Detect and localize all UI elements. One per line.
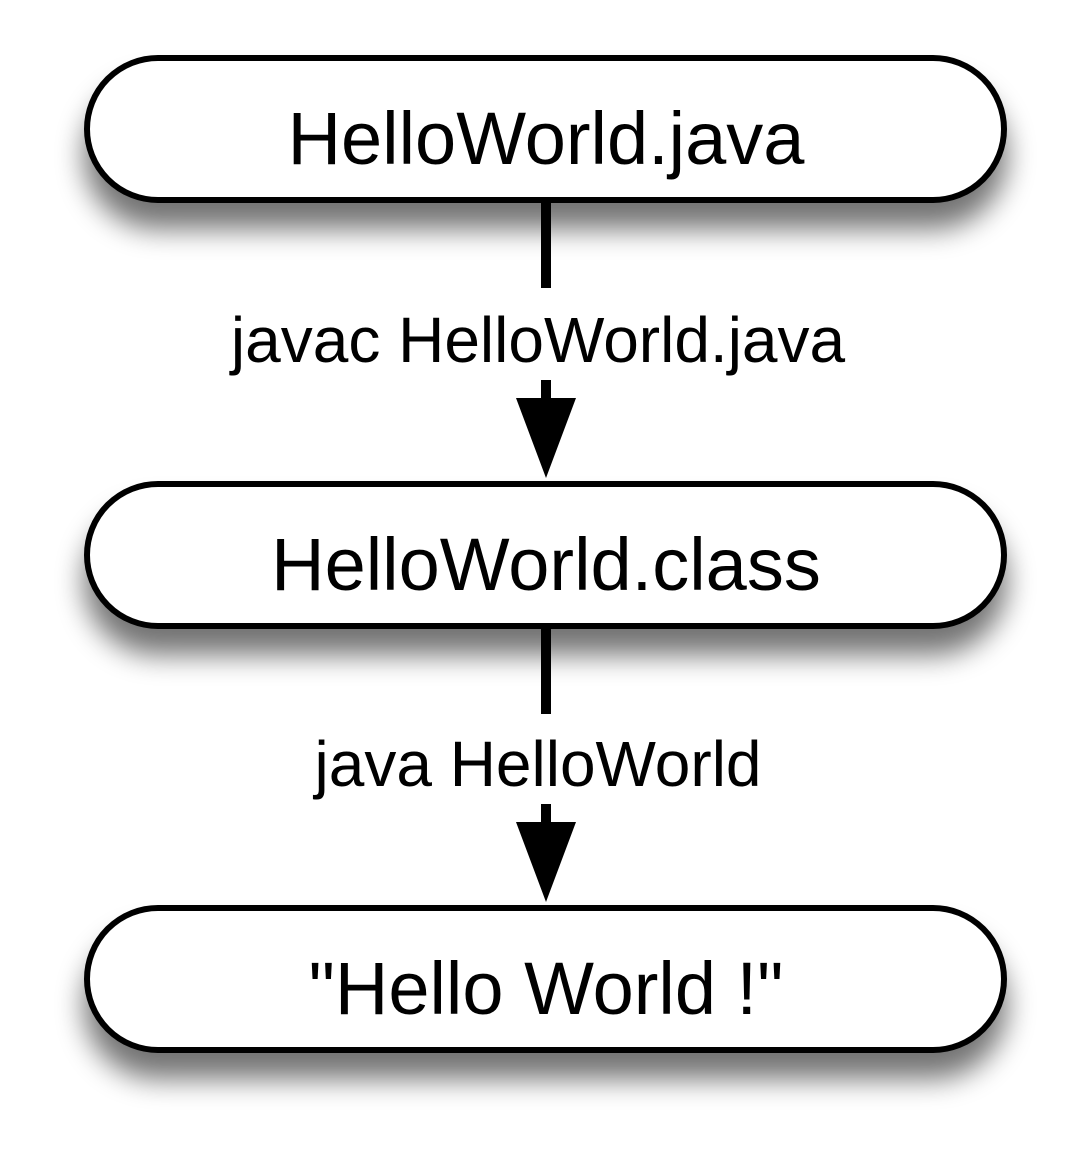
node-class-file-shape: [84, 481, 1007, 629]
arrowhead-down-icon: [516, 398, 576, 478]
node-class-file-label: HelloWorld.class: [271, 523, 821, 606]
node-class-file: HelloWorld.class: [84, 481, 1007, 629]
node-source-file: HelloWorld.java: [84, 55, 1007, 203]
node-source-file-label: HelloWorld.java: [288, 97, 806, 180]
node-output: "Hello World !": [84, 905, 1007, 1053]
edge-run: java HelloWorld: [313, 626, 762, 902]
node-source-file-shape: [84, 55, 1007, 203]
node-output-label: "Hello World !": [309, 947, 784, 1030]
node-output-shape: [84, 905, 1007, 1053]
edge-compile-label: javac HelloWorld.java: [229, 304, 846, 376]
arrowhead-down-icon: [516, 822, 576, 902]
edge-compile: javac HelloWorld.java: [229, 200, 846, 478]
edge-run-label: java HelloWorld: [313, 728, 762, 800]
